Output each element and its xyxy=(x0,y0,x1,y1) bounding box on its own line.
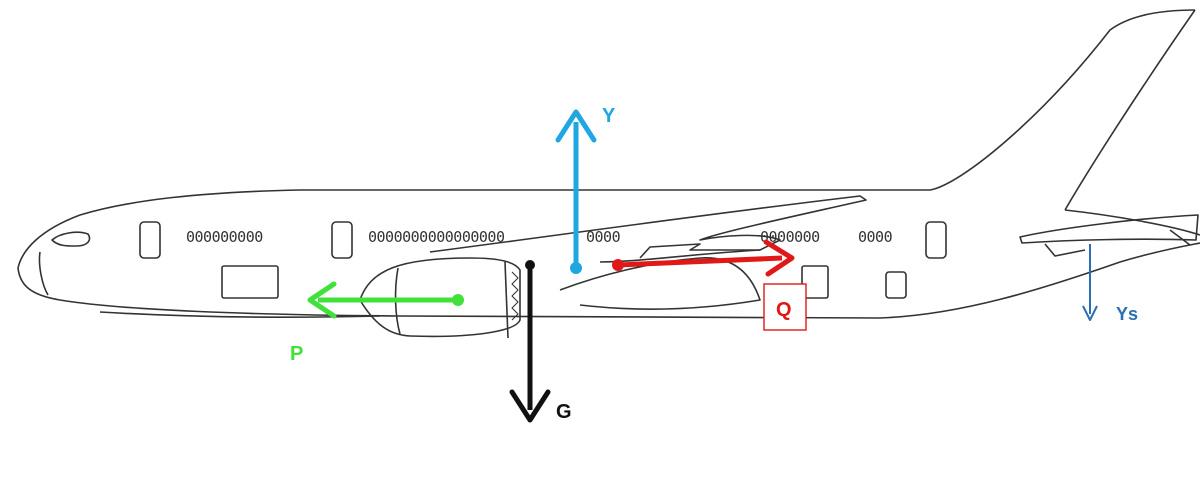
fuselage-doors xyxy=(139,221,947,259)
force-ys-label: Ys xyxy=(1116,304,1138,324)
window-rows: 000000000 0000000000000000 0000 0000000 … xyxy=(186,228,893,246)
window-group-1: 000000000 xyxy=(186,228,263,246)
window-group-5: 0000 xyxy=(858,228,893,246)
force-y-label: Y xyxy=(602,105,616,127)
force-p-label: P xyxy=(290,343,303,365)
force-g-arrow xyxy=(509,260,551,423)
force-g-label: G xyxy=(556,401,572,423)
cargo-doors xyxy=(221,265,907,299)
window-group-2: 0000000000000000 xyxy=(368,228,505,246)
force-p-arrow xyxy=(307,281,464,319)
airplane-outline xyxy=(17,9,1200,339)
force-q-arrow xyxy=(612,239,795,277)
window-group-3: 0000 xyxy=(586,228,621,246)
force-q-label: Q xyxy=(776,299,792,321)
force-q-label-box xyxy=(763,283,807,331)
window-group-4: 0000000 xyxy=(760,228,820,246)
force-ys-arrow xyxy=(1082,244,1098,321)
force-y-arrow xyxy=(555,109,597,274)
